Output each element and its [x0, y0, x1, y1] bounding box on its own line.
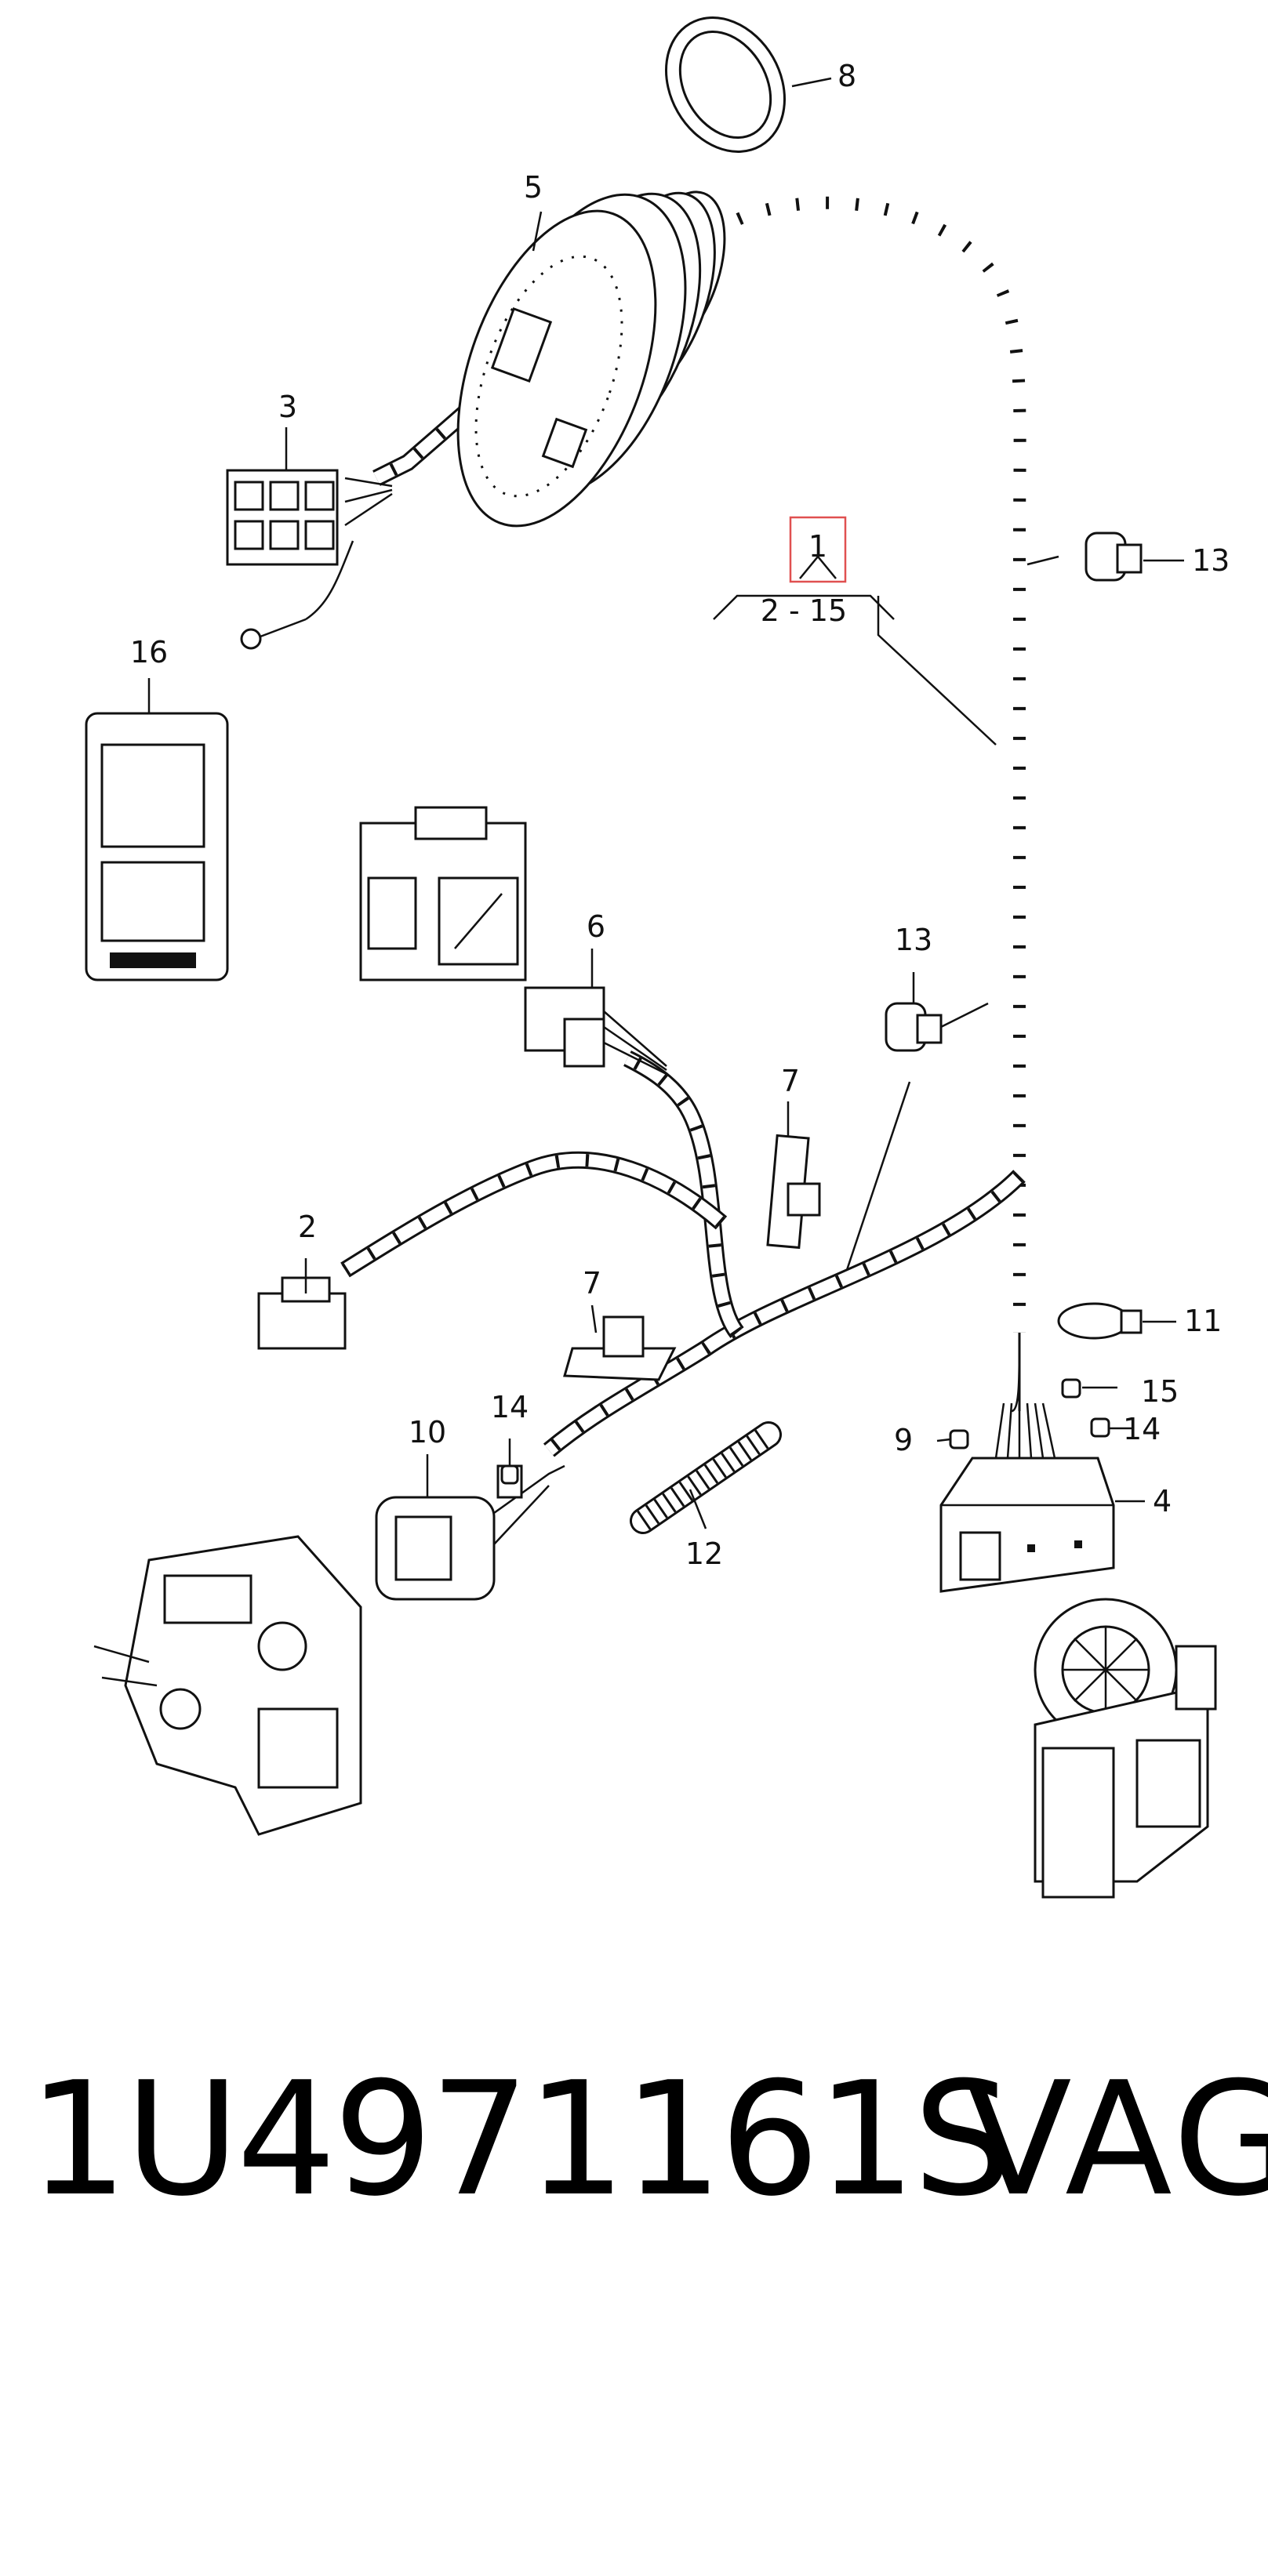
part-caption: 1U4971161S VAG: [0, 2054, 1268, 2226]
connector-3: [226, 469, 393, 650]
callout-9: 9: [894, 1423, 913, 1457]
door-lock-assembly: [93, 1535, 362, 1836]
wiring-harness-diagram: 1 2 - 15 8 5 3 16 13 13 6 7 2 7 11 15 14…: [85, 16, 1230, 1899]
callout-2: 2: [298, 1210, 317, 1244]
callout-8: 8: [837, 59, 856, 93]
sealing-ring: [665, 16, 786, 153]
leader-lines: [147, 77, 1184, 1529]
switch-housing: [359, 806, 527, 981]
callout-1-range: 2 - 15: [761, 593, 847, 628]
cable-tie-11: [1057, 1302, 1143, 1340]
callout-11: 11: [1184, 1304, 1222, 1338]
grommet: [456, 190, 726, 528]
callout-13-lower: 13: [895, 923, 932, 957]
callout-1-caret: [799, 555, 837, 579]
switch-housing-16: [85, 712, 229, 981]
window-motor: [1034, 1598, 1217, 1899]
callout-4: 4: [1153, 1484, 1172, 1518]
callout-5: 5: [524, 170, 543, 205]
callout-13-upper: 13: [1192, 543, 1230, 578]
callout-12: 12: [685, 1537, 723, 1571]
callout-7-lower: 7: [583, 1266, 601, 1301]
callout-16: 16: [130, 635, 168, 669]
callout-14-left: 14: [491, 1390, 529, 1424]
callout-15: 15: [1141, 1374, 1179, 1409]
callout-10: 10: [409, 1415, 446, 1449]
clip-7-upper: [766, 1134, 821, 1250]
clip-7-lower: [563, 1315, 677, 1381]
callout-7-upper: 7: [781, 1064, 800, 1098]
callout-labels: 1 2 - 15 8 5 3 16 13 13 6 7 2 7 11 15 14…: [130, 59, 1230, 1571]
clip-13-lower: [885, 1002, 943, 1052]
callout-3: 3: [278, 390, 297, 424]
connector-4: [939, 1457, 1115, 1593]
wire-sleeve-12: [630, 1421, 782, 1534]
connector-6: [524, 986, 667, 1076]
callout-6: 6: [587, 909, 605, 944]
part-number: 1U4971161S: [28, 2048, 1012, 2231]
clip-13-upper: [1085, 532, 1143, 582]
callout-14-right: 14: [1123, 1412, 1161, 1446]
connector-2: [257, 1276, 347, 1350]
callout-1: 1: [808, 529, 827, 564]
brand-name: VAG: [965, 2048, 1268, 2231]
highlight-box: [789, 516, 847, 583]
connector-10: [375, 1464, 565, 1601]
